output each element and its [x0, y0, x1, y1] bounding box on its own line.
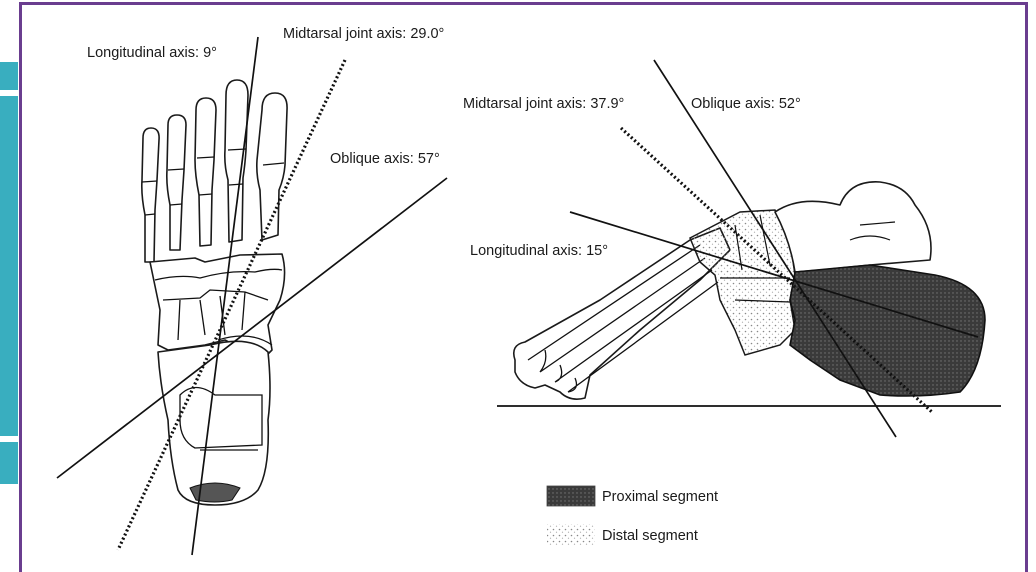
- calcaneus: [158, 341, 270, 505]
- legend-distal-label: Distal segment: [602, 528, 698, 544]
- distal-segment-bones: [690, 210, 795, 355]
- lateral-foot-view: [497, 182, 1001, 406]
- right-midtarsal-label: Midtarsal joint axis: 37.9°: [463, 96, 624, 112]
- dorsal-foot-view: [142, 80, 287, 505]
- legend-distal-swatch: [547, 524, 595, 546]
- toe-1: [257, 93, 287, 240]
- left-longitudinal-label: Longitudinal axis: 9°: [87, 45, 217, 61]
- right-oblique-label: Oblique axis: 52°: [691, 96, 801, 112]
- left-midtarsal-label: Midtarsal joint axis: 29.0°: [283, 26, 444, 42]
- left-oblique-label: Oblique axis: 57°: [330, 151, 440, 167]
- legend-proximal-swatch: [547, 486, 595, 506]
- talus-lateral: [775, 182, 931, 272]
- right-longitudinal-label: Longitudinal axis: 15°: [470, 243, 608, 259]
- toe-4: [167, 115, 186, 250]
- legend-proximal-label: Proximal segment: [602, 489, 718, 505]
- toe-3: [195, 98, 216, 246]
- heel-pad: [190, 483, 240, 502]
- toe-2: [225, 80, 248, 242]
- toe-5: [142, 128, 159, 262]
